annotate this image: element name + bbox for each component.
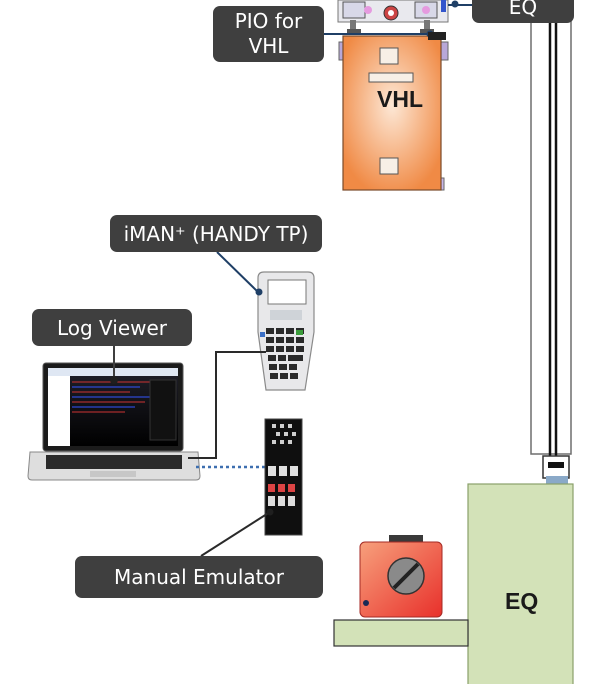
eq-top-callout: EQ (472, 0, 574, 23)
vhl-top-unit-icon (337, 0, 449, 33)
manual-emulator-board-icon (264, 418, 303, 536)
eq-bottom-label: EQ (505, 588, 539, 614)
eq-top-label: EQ (508, 0, 538, 19)
handy-terminal-icon (257, 271, 315, 391)
emulator-link-line (200, 511, 271, 557)
iman-callout: iMAN⁺ (HANDY TP) (110, 215, 322, 252)
pio-label: PIO for VHL (234, 9, 303, 58)
vhl-body (338, 35, 449, 191)
iman-link-dot (255, 288, 263, 296)
eq-top-link-dot (451, 0, 459, 8)
pio-sensor-icon (428, 32, 446, 40)
eq-station (333, 455, 574, 684)
log-viewer-callout: Log Viewer (32, 309, 192, 346)
laptop-icon (27, 362, 201, 481)
emulator-box-icon (359, 535, 443, 618)
eq-rail (530, 17, 572, 458)
log-viewer-label: Log Viewer (56, 315, 168, 340)
laptop-handy-cable (188, 351, 266, 459)
manual-emulator-callout: Manual Emulator (75, 556, 323, 598)
manual-emulator-label: Manual Emulator (114, 565, 284, 589)
iman-link-line (216, 251, 259, 293)
iman-label: iMAN⁺ (HANDY TP) (123, 221, 309, 246)
log-viewer-link-dot (110, 376, 118, 384)
vhl-label: VHL (377, 86, 423, 112)
emulator-link-dot (266, 508, 274, 516)
pio-callout: PIO for VHL (213, 6, 324, 62)
